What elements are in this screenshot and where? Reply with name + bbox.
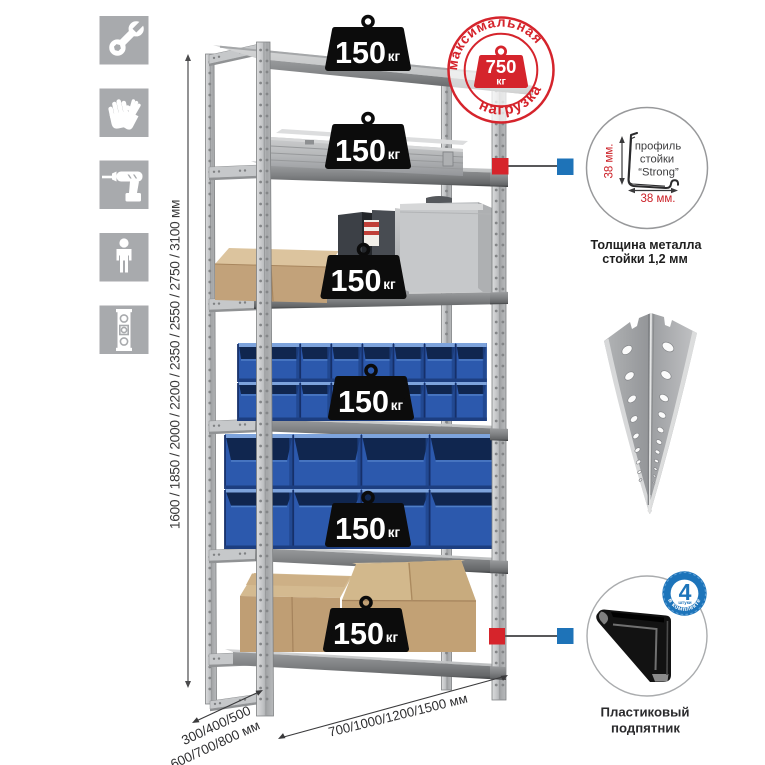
- svg-text:Пластиковый: Пластиковый: [600, 705, 689, 720]
- svg-text:1600 / 1850 / 2000 / 2200 / 23: 1600 / 1850 / 2000 / 2200 / 2350 / 2550 …: [168, 200, 183, 529]
- svg-text:150: 150: [335, 36, 386, 70]
- svg-text:стойки 1,2 мм: стойки 1,2 мм: [602, 252, 688, 266]
- svg-text:150: 150: [335, 134, 386, 168]
- svg-text:кг: кг: [388, 147, 401, 162]
- svg-text:“Strong”: “Strong”: [638, 167, 679, 179]
- svg-text:кг: кг: [388, 49, 401, 64]
- svg-text:38 мм.: 38 мм.: [641, 193, 676, 205]
- svg-text:кг: кг: [496, 76, 506, 88]
- svg-text:профиль: профиль: [635, 141, 681, 153]
- svg-text:подпятник: подпятник: [611, 721, 680, 736]
- svg-text:стойки: стойки: [640, 154, 674, 166]
- svg-text:700/1000/1200/1500 мм: 700/1000/1200/1500 мм: [327, 691, 469, 740]
- svg-text:4: 4: [679, 579, 692, 605]
- svg-text:штуки: штуки: [678, 600, 692, 605]
- svg-text:кг: кг: [386, 630, 399, 645]
- svg-text:150: 150: [338, 385, 389, 419]
- svg-text:38 мм.: 38 мм.: [604, 144, 616, 179]
- svg-text:150: 150: [333, 617, 384, 651]
- svg-text:кг: кг: [388, 525, 401, 540]
- svg-text:Толщина металла: Толщина металла: [590, 238, 702, 252]
- svg-text:750: 750: [486, 56, 517, 77]
- svg-text:кг: кг: [391, 398, 404, 413]
- svg-text:150: 150: [335, 512, 386, 546]
- svg-text:кг: кг: [383, 277, 396, 292]
- svg-text:150: 150: [331, 264, 382, 298]
